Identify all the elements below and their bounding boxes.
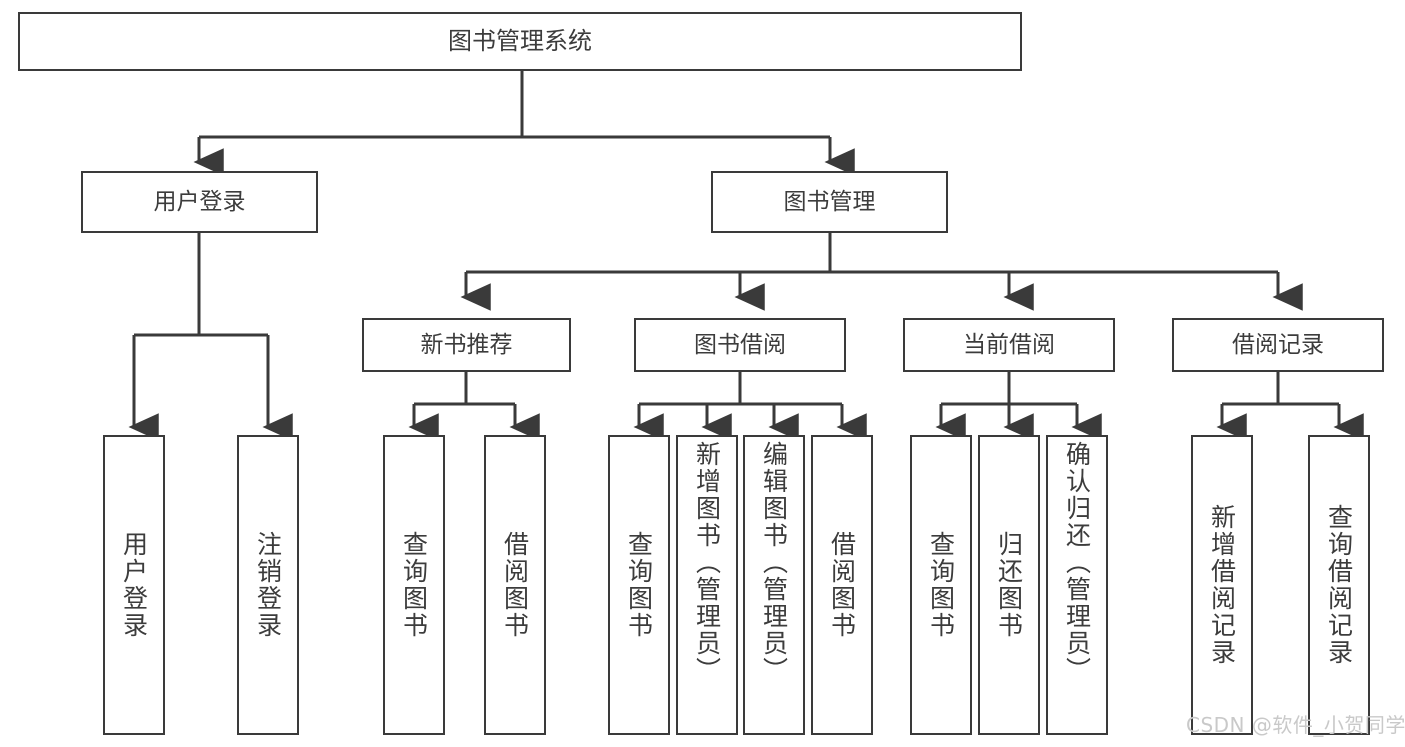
node-borrow-record[interactable]: 借阅记录 [1172, 318, 1384, 372]
node-label: 用户登录 [119, 531, 149, 639]
node-label: 归还图书 [994, 531, 1024, 639]
leaf-logout[interactable]: 注销登录 [237, 435, 299, 735]
node-user-login[interactable]: 用户登录 [81, 171, 318, 233]
node-label: 当前借阅 [963, 331, 1055, 358]
node-book-borrow[interactable]: 图书借阅 [634, 318, 846, 372]
leaf-query-book-borrow[interactable]: 查询图书 [608, 435, 670, 735]
node-label: 借阅记录 [1232, 331, 1324, 358]
leaf-borrow-book-recommend[interactable]: 借阅图书 [484, 435, 546, 735]
leaf-user-login[interactable]: 用户登录 [103, 435, 165, 735]
leaf-query-book-current[interactable]: 查询图书 [910, 435, 972, 735]
node-label: 新增图书（管理员） [692, 441, 722, 684]
leaf-edit-book-admin[interactable]: 编辑图书（管理员） [743, 435, 805, 735]
node-label: 查询图书 [926, 531, 956, 639]
node-label: 图书管理 [783, 188, 876, 215]
leaf-borrow-book[interactable]: 借阅图书 [811, 435, 873, 735]
node-label: 借阅图书 [827, 531, 857, 639]
leaf-add-borrow-record[interactable]: 新增借阅记录 [1191, 435, 1253, 735]
node-label: 用户登录 [153, 188, 246, 215]
node-root-system[interactable]: 图书管理系统 [18, 12, 1022, 71]
leaf-return-book[interactable]: 归还图书 [978, 435, 1040, 735]
node-label: 查询图书 [399, 531, 429, 639]
node-label: 图书管理系统 [448, 26, 592, 55]
node-label: 借阅图书 [500, 531, 530, 639]
leaf-confirm-return-admin[interactable]: 确认归还（管理员） [1046, 435, 1108, 735]
node-label: 新增借阅记录 [1207, 504, 1237, 666]
node-label: 确认归还（管理员） [1062, 441, 1092, 684]
node-label: 编辑图书（管理员） [759, 441, 789, 684]
node-new-book-recommend[interactable]: 新书推荐 [362, 318, 571, 372]
watermark-credit: CSDN @软件_小贺同学 [1186, 713, 1405, 737]
node-label: 新书推荐 [420, 331, 513, 358]
leaf-query-book-recommend[interactable]: 查询图书 [383, 435, 445, 735]
node-label: 注销登录 [253, 531, 283, 639]
node-label: 查询图书 [624, 531, 654, 639]
leaf-add-book-admin[interactable]: 新增图书（管理员） [676, 435, 738, 735]
node-label: 图书借阅 [694, 331, 786, 358]
leaf-query-borrow-record[interactable]: 查询借阅记录 [1308, 435, 1370, 735]
node-book-management[interactable]: 图书管理 [711, 171, 948, 233]
node-current-borrow[interactable]: 当前借阅 [903, 318, 1115, 372]
node-label: 查询借阅记录 [1324, 504, 1354, 666]
